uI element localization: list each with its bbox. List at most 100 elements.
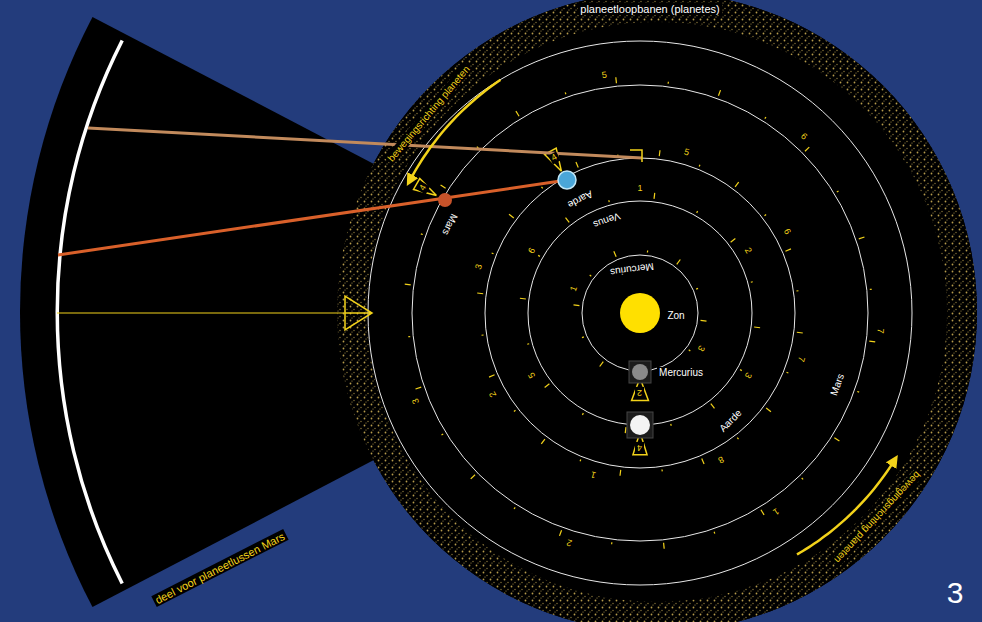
label: Mars	[439, 210, 460, 238]
label: Mars	[828, 371, 847, 399]
wedge-arc	[56, 40, 124, 585]
orbit-tick	[668, 82, 669, 84]
callout-number: 2	[741, 245, 754, 258]
orbit-tick	[701, 320, 707, 322]
orbit-tick	[582, 336, 584, 338]
callout-number: 3	[473, 261, 485, 272]
orbit-tick	[608, 200, 610, 202]
orbit-tick	[714, 532, 716, 534]
wedge-pointer	[345, 296, 372, 330]
orbit-tick	[740, 369, 742, 371]
orbit-tick	[659, 150, 661, 156]
orbit-tick	[718, 90, 720, 96]
centre-line	[57, 313, 345, 314]
asteroid-band	[337, 0, 977, 622]
label: Mercurius	[608, 261, 657, 279]
orbit-ring	[412, 85, 868, 541]
orbit-tick	[489, 375, 495, 377]
orbit-tick	[670, 424, 672, 426]
orbit-tick	[421, 233, 423, 235]
callout-number: 6	[797, 130, 810, 143]
orbit-tick	[619, 470, 621, 476]
callout-number: 5	[680, 146, 691, 158]
label: Aarde	[715, 405, 744, 434]
orbit-tick	[653, 193, 655, 199]
callout-number: 7	[874, 326, 885, 336]
label: Venus	[590, 210, 624, 231]
orbit-tick	[859, 237, 865, 239]
orbit-tick	[696, 288, 698, 290]
callout-number: 3	[694, 342, 707, 355]
orbit-tick	[516, 111, 519, 116]
label: bewegingsrichting planeten	[385, 62, 474, 165]
orbit-tick	[614, 251, 616, 257]
orbit-tick	[802, 478, 803, 479]
orbit-tick	[711, 404, 715, 409]
orbit-tick	[857, 391, 859, 393]
mars-marker	[413, 179, 436, 196]
orbit-tick	[751, 281, 753, 283]
orbit-ring	[368, 41, 912, 585]
orbit-tick	[735, 182, 739, 187]
orbit-tick	[611, 542, 612, 544]
label: Zon	[665, 310, 686, 321]
orbit-tick	[441, 185, 446, 188]
pointer-bracket	[630, 150, 642, 162]
orbit-tick	[661, 469, 662, 471]
orbit-ring	[528, 201, 752, 425]
callout-number: 7	[795, 353, 807, 364]
orbit-tick	[441, 434, 443, 435]
orbit-tick	[834, 438, 839, 441]
callout-number: 4	[548, 152, 561, 165]
orbit-tick	[699, 165, 701, 167]
orbit-tick	[805, 147, 809, 151]
venus	[630, 415, 650, 435]
orbit-tick	[870, 289, 872, 290]
orbit-tick	[541, 439, 545, 444]
sun	[620, 293, 660, 333]
orbit-tick	[600, 362, 604, 367]
orbit-tick	[405, 284, 411, 286]
orbit-tick	[514, 410, 516, 411]
callout-number: 8	[715, 453, 728, 466]
orbit-tick	[559, 530, 561, 536]
callout-number: 1	[769, 505, 782, 518]
planet-holder	[627, 412, 653, 438]
earth	[558, 171, 576, 189]
orbit-tick	[754, 326, 760, 328]
orbit-tick	[520, 298, 526, 300]
orbit-tick	[482, 334, 484, 335]
label: Mercurius	[657, 367, 705, 378]
callout-number: 2	[487, 388, 500, 401]
sight-line-earth	[88, 128, 642, 158]
orbit-tick	[625, 427, 627, 433]
orbit-tick	[696, 211, 698, 213]
callout-number: 2	[564, 536, 576, 548]
label: planeetloopbanen (planetes)	[578, 3, 721, 15]
figure-number: 3	[945, 576, 966, 609]
callout-number: 4	[417, 182, 430, 195]
orbit-tick	[785, 249, 791, 251]
label: deel voor planeetlussen Mars	[151, 529, 288, 607]
orbit-tick	[786, 372, 788, 374]
orbit-tick	[492, 252, 494, 254]
label: Aarde	[564, 188, 596, 212]
orbit-tick	[576, 162, 578, 168]
orbit-tick	[731, 239, 736, 243]
callout-number: 5	[599, 70, 609, 81]
orbit-tick	[514, 507, 515, 509]
orbit-tick	[765, 117, 766, 119]
orbit-disc	[337, 0, 977, 622]
orbit-tick	[416, 387, 422, 389]
orbit-tick	[582, 413, 584, 415]
callout-number: 5	[526, 369, 539, 382]
orbit-tick	[538, 255, 540, 257]
orbit-tick	[509, 214, 514, 218]
orbit-tick	[565, 92, 567, 94]
orbit-tick	[566, 218, 570, 223]
callout-number: 1	[568, 283, 580, 295]
callout-number: 2	[635, 387, 644, 397]
orbit-tick	[471, 475, 475, 479]
callout-number: 3	[410, 395, 422, 407]
